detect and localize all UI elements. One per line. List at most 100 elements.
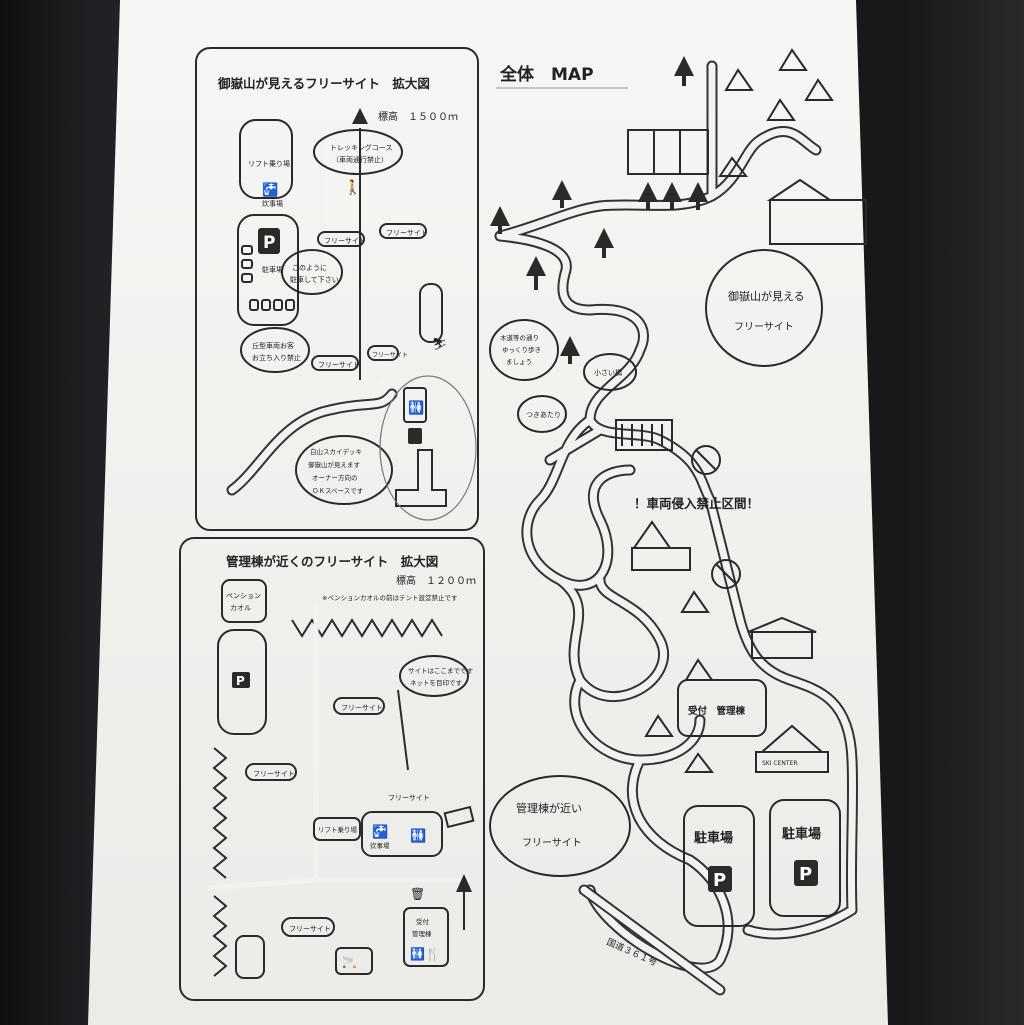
dead-end-bubble — [517, 395, 567, 433]
free-site-tag-4 — [367, 345, 399, 361]
bridge-label: 小さい橋 — [594, 368, 622, 377]
no-entry-icon — [691, 445, 721, 475]
parking-lot-2-icon — [794, 860, 818, 886]
net-fence-left — [212, 747, 228, 879]
ontake-site-label: 御嶽山が見える — [728, 289, 805, 303]
reception-label: 受付 管理棟 — [688, 705, 746, 717]
free-site-tag-3-label: フリーサイト — [318, 361, 360, 369]
free-site-tag-label: フリーサイト — [324, 237, 366, 245]
walk-note-3: ましょう — [506, 358, 532, 366]
deck-text-4: ＯＫスペースです — [312, 487, 364, 495]
trekking-label: トレッキングコース — [330, 143, 392, 152]
hiker-icon: 🚶 — [344, 179, 361, 196]
faucet-icon-bottom: 🚰 — [372, 824, 388, 840]
tent-icons — [644, 48, 834, 773]
parking-bubble — [281, 249, 343, 295]
no-entry-warning: ！車両侵入禁止区間！ — [634, 496, 759, 511]
pencil-circle — [379, 375, 477, 521]
reception-box — [677, 679, 767, 737]
sky-deck — [395, 449, 447, 507]
kanri-label-bottom: 管理棟 — [412, 929, 432, 938]
pension-note: ※ペンションカオルの前はテント設営禁止です — [322, 593, 458, 602]
deck-text-2: 御嶽山が見えます — [308, 460, 361, 469]
ski-center-icon — [759, 724, 825, 753]
trekking-note: （車両通行禁止） — [332, 155, 388, 164]
water-label-bottom: 炊事場 — [370, 841, 390, 850]
walk-note-bubble — [489, 319, 559, 381]
site-bubble-1: サイトはここまでです — [408, 667, 474, 675]
no-entry-note — [240, 327, 310, 373]
lodge-top — [769, 199, 867, 245]
skier-icon: ⛷ — [432, 337, 447, 351]
bridge-icon — [615, 419, 673, 451]
map-title: 全体 MAP — [499, 64, 594, 85]
deck-bubble — [295, 435, 393, 505]
parking-lot-1-mark: P — [713, 870, 726, 891]
free-site-tag — [317, 231, 365, 247]
toilet-icon-bottom: 🚻 — [410, 828, 426, 844]
car-icons — [241, 245, 295, 311]
parking-lot-1-label: 駐車場 — [694, 830, 733, 846]
trash-icon: 🗑 — [410, 887, 425, 901]
no-entry-note-2: お立ち入り禁止 — [252, 353, 301, 362]
walk-note-2: ゆっくり歩き — [502, 345, 541, 354]
toilet-icon: 🚻 — [408, 400, 424, 416]
restroom-food-icon: 🚻🍴 — [410, 947, 440, 961]
parking-lot-2-mark: P — [799, 864, 812, 885]
panel-bottom: 管理棟が近くのフリーサイト 拡大図 標高 １２００ｍ ペンション カオル ※ペン… — [179, 537, 485, 1001]
deck-text-1: 白山スカイデッキ — [310, 447, 362, 456]
free-site-tag-b2: フリーサイト — [253, 770, 295, 778]
net-fence-left-2 — [212, 895, 228, 977]
parking-bubble-text-1: このように — [292, 264, 327, 272]
panel-bottom-elevation: 標高 １２００ｍ — [396, 574, 476, 587]
sign-board — [443, 805, 475, 829]
bridge-bubble — [583, 353, 637, 391]
parking-note: 駐車場 — [262, 265, 283, 274]
free-site-tag-3 — [311, 355, 359, 371]
parking-lot-2 — [769, 799, 841, 917]
walk-note-1: 木道等の通り — [500, 333, 539, 342]
parking-lot-1-icon — [708, 866, 732, 892]
cabins-top — [627, 129, 709, 175]
pension-label-2: カオル — [230, 604, 251, 612]
panel-bottom-title: 管理棟が近くのフリーサイト 拡大図 — [226, 554, 438, 569]
parking-lot-1 — [683, 805, 755, 927]
dead-end-label: つきあたり — [526, 411, 561, 419]
water-label: 炊事場 — [262, 199, 283, 208]
pension-label-1: ペンション — [226, 592, 261, 600]
no-entry-note-1: 丘型車両お客 — [252, 341, 294, 350]
vending-icon — [408, 428, 422, 444]
deck-text-3: オーナー方向の — [312, 473, 358, 482]
free-site-area-label: フリーサイト — [388, 794, 430, 802]
ontake-site-bubble — [705, 249, 823, 367]
site-bubble-2: ネットを目印です — [410, 679, 463, 687]
ontake-site-label-2: フリーサイト — [734, 321, 794, 333]
north-arrow-icon — [352, 108, 368, 124]
kanri-site-bubble — [489, 775, 631, 877]
free-site-tag-b1: フリーサイト — [341, 704, 383, 712]
tree-icons — [490, 56, 708, 364]
no-entry-icon-2 — [711, 559, 741, 589]
reception-label-bottom: 受付 — [416, 917, 430, 926]
ski-school-box — [235, 935, 265, 979]
parking-icon-bottom — [232, 672, 250, 688]
overall-map: 全体 MAP — [489, 48, 867, 996]
site-bubble — [399, 655, 469, 697]
free-site-tag-4-label: フリーサイト — [372, 352, 408, 359]
parking-bubble-text-2: 駐車して下さい — [290, 275, 339, 284]
panel-top: 御嶽山が見えるフリーサイト 拡大図 標高 １５００ｍ トレッキングコース （車両… — [195, 47, 479, 531]
faucet-icon: 🚰 — [262, 182, 278, 198]
arrow-up-icon — [456, 874, 472, 892]
kanri-site-label: 管理棟が近い — [516, 801, 582, 815]
smoking-icon: 🚬 — [342, 955, 357, 969]
parking-mark: P — [263, 233, 275, 253]
pension-house-icon — [632, 520, 672, 549]
lift-label-bottom: リフト乗り場 — [318, 825, 358, 834]
parking-mark-bottom: P — [236, 674, 245, 688]
free-site-tag-b3: フリーサイト — [289, 925, 331, 933]
ski-center-label: SKI CENTER — [762, 760, 798, 767]
trekking-bubble — [313, 129, 403, 175]
parking-icon — [258, 228, 280, 254]
free-site-tag-2-label: フリーサイト — [386, 229, 428, 237]
